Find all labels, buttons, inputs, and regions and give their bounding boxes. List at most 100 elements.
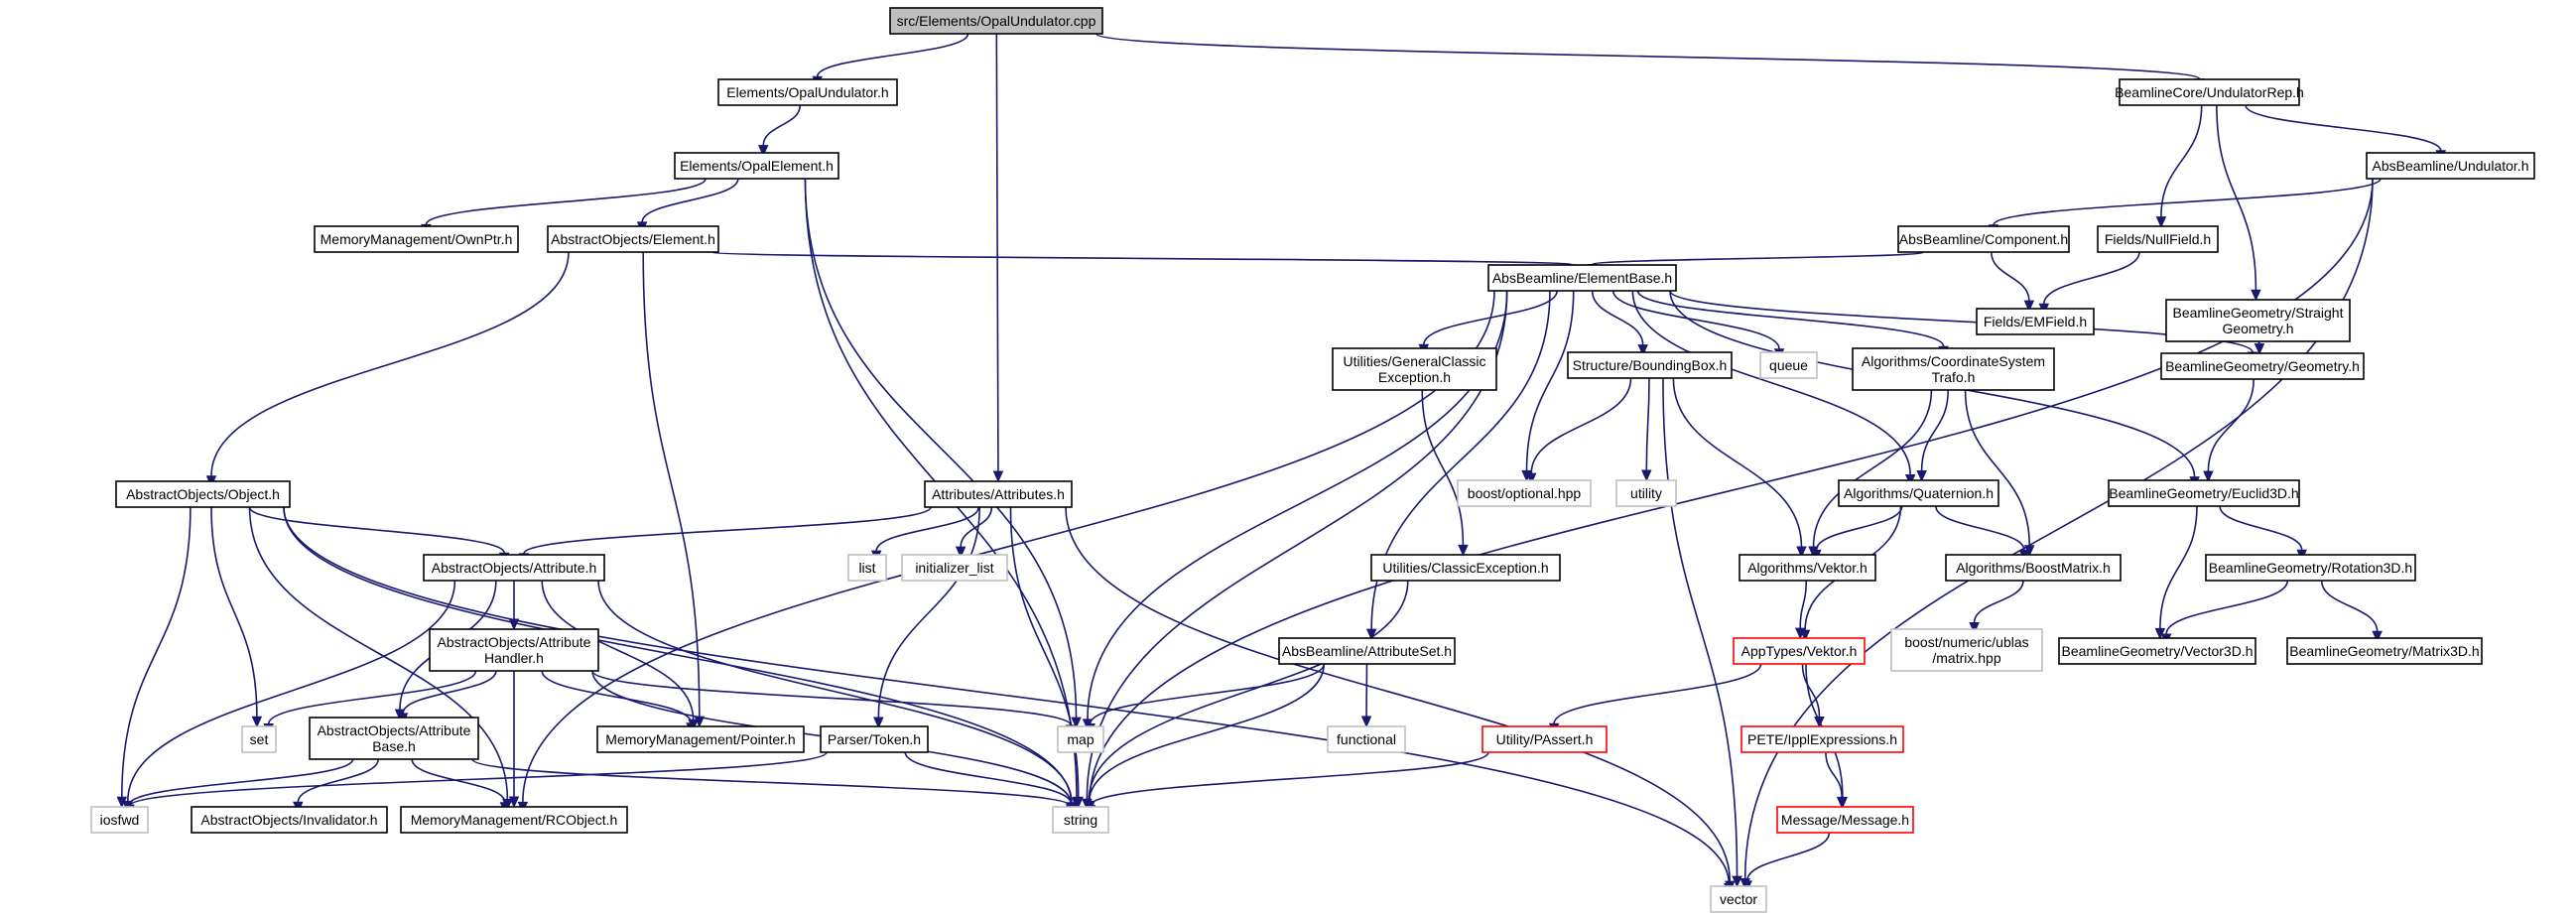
node-al-quat[interactable]: Algorithms/Quaternion.h [1838,479,1999,507]
arrowhead-root-to-attr_attrs [992,470,1004,483]
node-box [2165,299,2351,342]
node-set[interactable]: set [241,725,277,753]
edge-pa_token-to-iosfwd [128,751,828,807]
node-map[interactable]: map [1057,725,1104,753]
node-box [400,806,628,834]
node-box [1897,225,2070,253]
node-f-nullfield[interactable]: Fields/NullField.h [2097,225,2219,253]
edge-ao_attrhandler-to-map [591,670,1072,726]
arrowhead-pe_ippl-to-msg_message [1836,797,1848,809]
node-el-opalund[interactable]: Elements/OpalUndulator.h [717,78,898,106]
edge-attr_attrs-to-init_list [960,506,993,548]
node-ab-attrset[interactable]: AbsBeamline/AttributeSet.h [1278,637,1456,665]
node-functional[interactable]: functional [1327,725,1406,753]
node-st-bbox[interactable]: Structure/BoundingBox.h [1567,351,1733,379]
node-pa-token[interactable]: Parser/Token.h [820,725,929,753]
node-box [1567,351,1733,379]
node-bg-vec3d[interactable]: BeamlineGeometry/Vector3D.h [2058,637,2256,665]
node-bc-undrep[interactable]: BeamlineCore/UndulatorRep.h [2115,78,2304,106]
node-ao-attribute[interactable]: AbstractObjects/Attribute.h [423,554,605,582]
node-box [1976,308,2095,335]
node-queue[interactable]: queue [1759,351,1818,379]
node-ao-invalidator[interactable]: AbstractObjects/Invalidator.h [191,806,388,834]
node-init-list[interactable]: initializer_list [901,554,1008,582]
node-box [1615,479,1677,507]
node-bg-euclid[interactable]: BeamlineGeometry/Euclid3D.h [2108,479,2300,507]
edge-al_cstrafo-to-al_boostmat [1964,389,2030,546]
node-box [1852,347,2055,391]
node-label: AbsBeamline/AttributeSet.h [1282,643,1452,659]
node-boost-opt[interactable]: boost/optional.hpp [1457,479,1592,507]
node-boost-numeric[interactable]: boost/numeric/ublas/matrix.hpp [1890,628,2043,672]
dependency-edges [116,33,2447,895]
node-box [1327,725,1406,753]
node-al-vektor[interactable]: Algorithms/Vektor.h [1739,554,1876,582]
node-ab-undulator[interactable]: AbsBeamline/Undulator.h [2366,152,2535,180]
node-ut-classexc[interactable]: Utilities/ClassicException.h [1370,554,1561,582]
node-bg-geometry[interactable]: BeamlineGeometry/Geometry.h [2160,352,2365,380]
node-box [820,725,929,753]
node-label: map [1067,731,1094,747]
node-box [115,480,291,508]
node-label: Algorithms/Vektor.h [1747,560,1868,576]
node-al-boostmat[interactable]: Algorithms/BoostMatrix.h [1945,554,2122,582]
node-box [924,480,1073,508]
arrowhead-st_bbox-to-boost_opt [1525,472,1537,485]
node-label: BeamlineGeometry/Geometry.h [2165,358,2360,374]
node-label: Utilities/ClassicException.h [1382,560,1548,576]
node-root[interactable]: src/Elements/OpalUndulator.cpp [889,7,1103,35]
node-mm-pointer[interactable]: MemoryManagement/Pointer.h [596,725,805,753]
node-vector[interactable]: vector [1710,885,1767,913]
edge-ao_attrhandler-to-set [267,670,477,724]
arrowhead-ao_object-to-set [251,716,263,728]
node-iosfwd[interactable]: iosfwd [90,806,149,834]
node-bg-mat3d[interactable]: BeamlineGeometry/Matrix3D.h [2286,637,2483,665]
node-label: list [858,560,875,576]
edge-bg_rot3d-to-bg_vec3d [2165,580,2289,635]
node-label: Attributes/Attributes.h [932,486,1065,502]
node-box [1759,351,1818,379]
node-box [674,152,839,180]
node-mm-rcobject[interactable]: MemoryManagement/RCObject.h [400,806,628,834]
edge-bg_euclid-to-bg_rot3d [2219,505,2303,551]
node-label: string [1064,812,1097,828]
node-f-emfield[interactable]: Fields/EMField.h [1976,308,2095,335]
edge-al_boostmat-to-boost_numeric [1973,580,2024,623]
edge-uy_passert-to-string [1090,751,1489,807]
arrowhead-ab_component-to-f_emfield [2023,300,2035,313]
node-label: queue [1769,357,1808,373]
node-box [1332,347,1497,391]
edge-msg_message-to-vector [1745,832,1831,882]
arrowhead-ab_elembase-to-st_bbox [1637,344,1648,356]
node-ao-object[interactable]: AbstractObjects/Object.h [115,480,291,508]
node-at-vektor[interactable]: AppTypes/Vektor.h [1733,637,1866,665]
node-uy-passert[interactable]: Utility/PAssert.h [1481,725,1608,753]
node-bg-rot3d[interactable]: BeamlineGeometry/Rotation3D.h [2205,554,2416,582]
edge-ao_object-to-iosfwd [121,506,192,798]
node-ab-component[interactable]: AbsBeamline/Component.h [1897,225,2070,253]
node-string[interactable]: string [1052,806,1109,834]
node-pe-ippl[interactable]: PETE/IpplExpressions.h [1740,725,1904,753]
node-label: AppTypes/Vektor.h [1741,643,1858,659]
node-mm-ownptr[interactable]: MemoryManagement/OwnPtr.h [314,225,519,253]
arrowhead-st_bbox-to-al_vektor [1796,546,1807,559]
node-attr-attrs[interactable]: Attributes/Attributes.h [924,480,1073,508]
node-msg-message[interactable]: Message/Message.h [1776,806,1914,834]
edge-attr_attrs-to-list [875,506,979,552]
node-ab-elembase[interactable]: AbsBeamline/ElementBase.h [1487,264,1677,292]
node-label: Algorithms/BoostMatrix.h [1956,560,2111,576]
node-label: Handler.h [484,650,544,666]
edge-attr_attrs-to-pa_token [877,506,981,718]
node-utility[interactable]: utility [1615,479,1677,507]
node-el-opalelem[interactable]: Elements/OpalElement.h [674,152,839,180]
edge-at_vektor-to-uy_passert [1553,663,1762,724]
node-label: AbstractObjects/Object.h [126,486,280,502]
edge-bc_undrep-to-bg_straight [2216,104,2257,291]
node-list[interactable]: list [847,554,887,582]
node-ao-element[interactable]: AbstractObjects/Element.h [547,225,719,253]
